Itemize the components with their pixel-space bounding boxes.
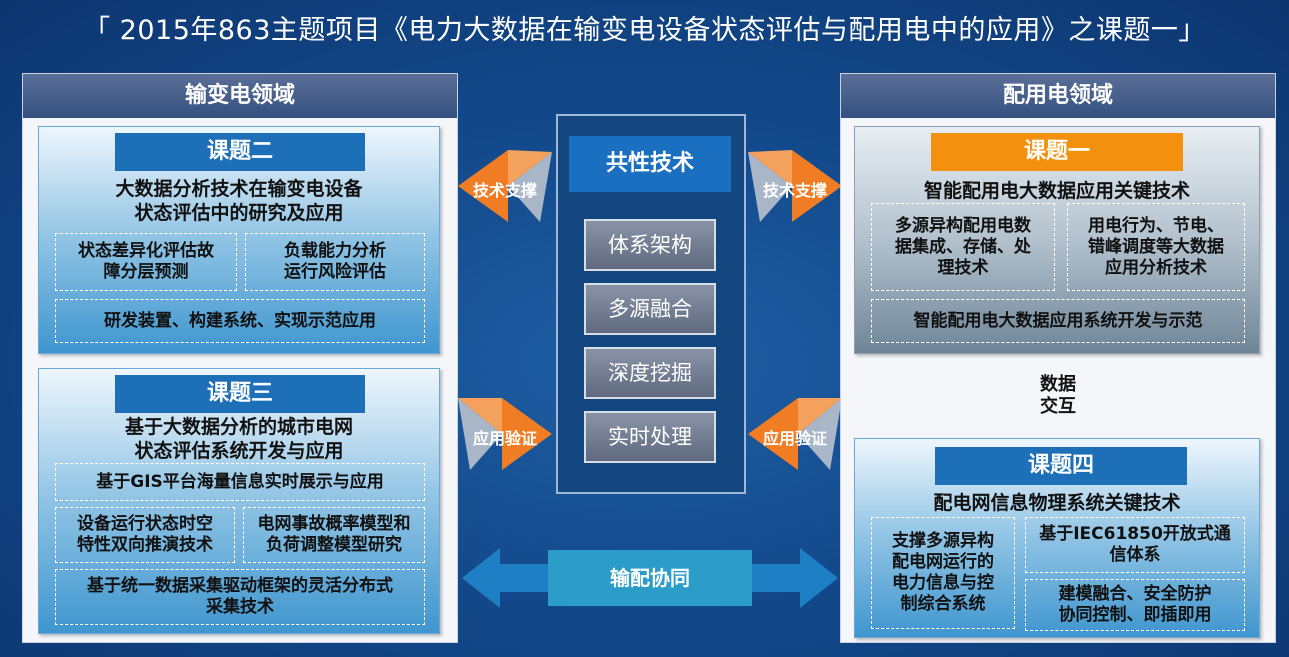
topic1-label: 课题一 [931, 133, 1183, 171]
tech-support-left-label: 技术支撑 [472, 181, 537, 200]
common-tech-header: 共性技术 [569, 136, 731, 192]
topic3-card[interactable]: 课题三 基于大数据分析的城市电网 状态评估系统开发与应用 基于GIS平台海量信息… [38, 368, 440, 634]
topic4-sub-system: 支撑多源异构 配电网运行的 电力信息与控 制综合系统 [871, 517, 1015, 629]
topic4-sub-iec61850: 基于IEC61850开放式通 信体系 [1025, 517, 1245, 573]
verify-right-label: 应用验证 [762, 429, 827, 448]
topic3-sub-spatiotemporal: 设备运行状态时空 特性双向推演技术 [55, 507, 235, 563]
tech-item-realtime[interactable]: 实时处理 [584, 411, 716, 463]
tech-item-architecture[interactable]: 体系架构 [584, 219, 716, 271]
topic2-title: 大数据分析技术在输变电设备 状态评估中的研究及应用 [115, 178, 363, 224]
topic3-sub-probability: 电网事故概率模型和 负荷调整模型研究 [243, 507, 425, 563]
tech-support-right-label: 技术支撑 [762, 181, 827, 200]
topic2-card[interactable]: 课题二 大数据分析技术在输变电设备 状态评估中的研究及应用 状态差异化评估故 障… [38, 126, 440, 354]
topic3-label: 课题三 [115, 375, 365, 413]
topic2-sub-risk: 负载能力分析 运行风险评估 [245, 233, 425, 291]
topic2-label: 课题二 [115, 133, 365, 171]
topic2-sub-demo: 研发装置、构建系统、实现示范应用 [55, 299, 425, 343]
topic4-title: 配电网信息物理系统关键技术 [933, 492, 1181, 514]
topic4-label: 课题四 [935, 447, 1187, 485]
topic1-sub-analysis: 用电行为、节电、 错峰调度等大数据 应用分析技术 [1067, 203, 1245, 291]
tech-item-mining[interactable]: 深度挖掘 [584, 347, 716, 399]
topic1-sub-integration: 多源异构配用电数 据集成、存储、处 理技术 [871, 203, 1055, 291]
right-domain-header: 配用电领域 [841, 74, 1275, 118]
topic3-title: 基于大数据分析的城市电网 状态评估系统开发与应用 [124, 416, 353, 462]
topic1-card[interactable]: 课题一 智能配用电大数据应用关键技术 多源异构配用电数 据集成、存储、处 理技术… [854, 126, 1260, 354]
topic3-sub-gis: 基于GIS平台海量信息实时展示与应用 [55, 463, 425, 501]
topic2-sub-eval: 状态差异化评估故 障分层预测 [55, 233, 237, 291]
topic4-sub-security: 建模融合、安全防护 协同控制、即插即用 [1025, 579, 1245, 631]
topic3-sub-collection: 基于统一数据采集驱动框架的灵活分布式 采集技术 [55, 569, 425, 625]
topic4-card[interactable]: 课题四 配电网信息物理系统关键技术 支撑多源异构 配电网运行的 电力信息与控 制… [854, 438, 1260, 638]
topic1-sub-demo: 智能配用电大数据应用系统开发与示范 [871, 299, 1245, 343]
data-exchange-label: 数据 交互 [1040, 374, 1076, 417]
left-domain-header: 输变电领域 [23, 74, 457, 118]
verify-left-label: 应用验证 [472, 429, 537, 448]
page-title: 「 2015年863主题项目《电力大数据在输变电设备状态评估与配用电中的应用》之… [83, 15, 1206, 46]
collab-label: 输配协同 [548, 550, 752, 606]
topic1-title: 智能配用电大数据应用关键技术 [923, 180, 1190, 202]
tech-item-fusion[interactable]: 多源融合 [584, 283, 716, 335]
